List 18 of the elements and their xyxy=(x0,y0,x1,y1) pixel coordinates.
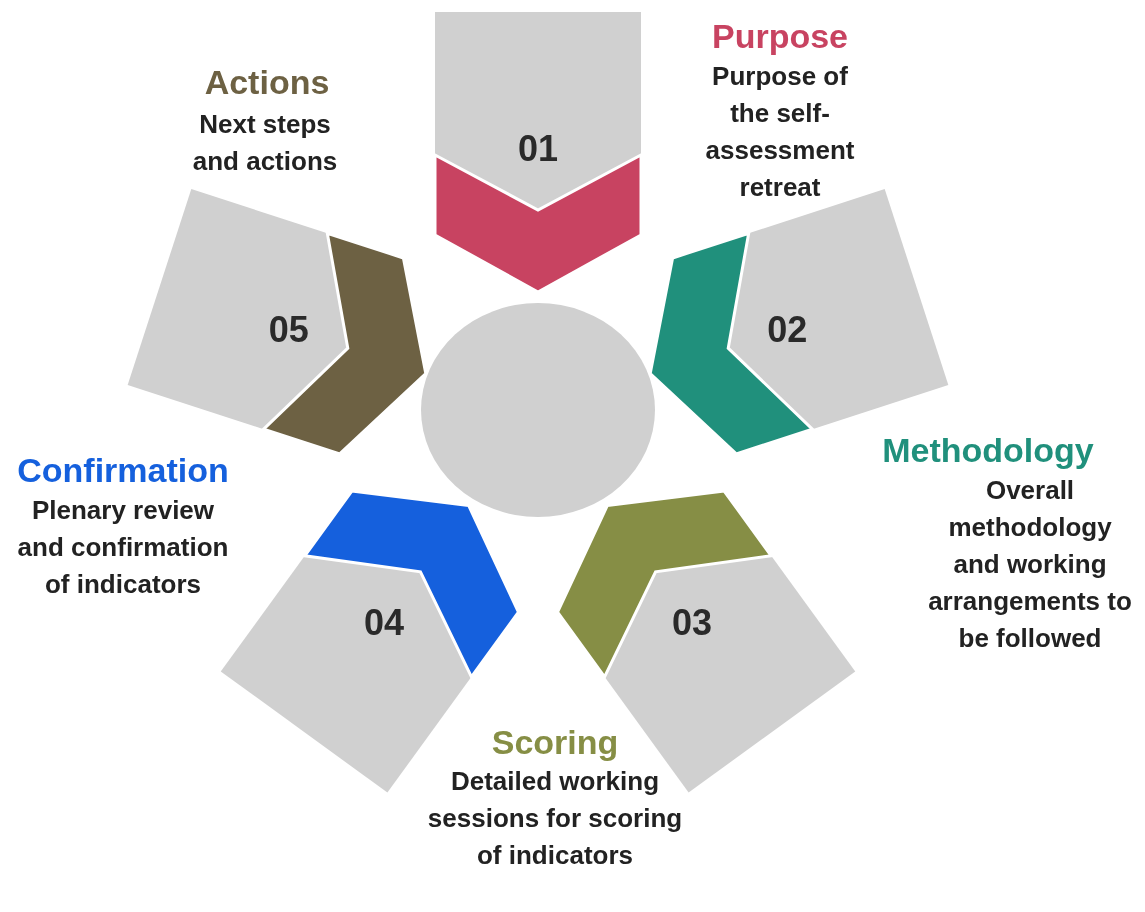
pentagon-segment xyxy=(127,189,428,456)
center-circle xyxy=(421,303,655,517)
step-heading: Scoring xyxy=(491,722,619,762)
step-heading: Purpose xyxy=(712,16,848,56)
step-description: Detailed working sessions for scoring of indicators xyxy=(427,765,683,872)
step-heading: Methodology xyxy=(882,430,1094,470)
step-number: 02 xyxy=(767,309,808,351)
step-description: Purpose of the self-assessment retreat xyxy=(704,60,856,204)
step-description: Plenary review and confirmation of indicators xyxy=(16,494,230,601)
step-heading: Actions xyxy=(204,62,330,102)
step-number: 03 xyxy=(672,601,712,643)
step-number: 04 xyxy=(364,601,404,643)
pentagon-segment xyxy=(433,12,643,294)
step-description: Overall methodology and working arrangements to be followed xyxy=(927,474,1133,655)
step-number: 01 xyxy=(518,128,558,169)
step-description: Next steps and actions xyxy=(191,108,339,178)
step-heading: Confirmation xyxy=(17,450,229,490)
step-number: 05 xyxy=(268,309,309,351)
